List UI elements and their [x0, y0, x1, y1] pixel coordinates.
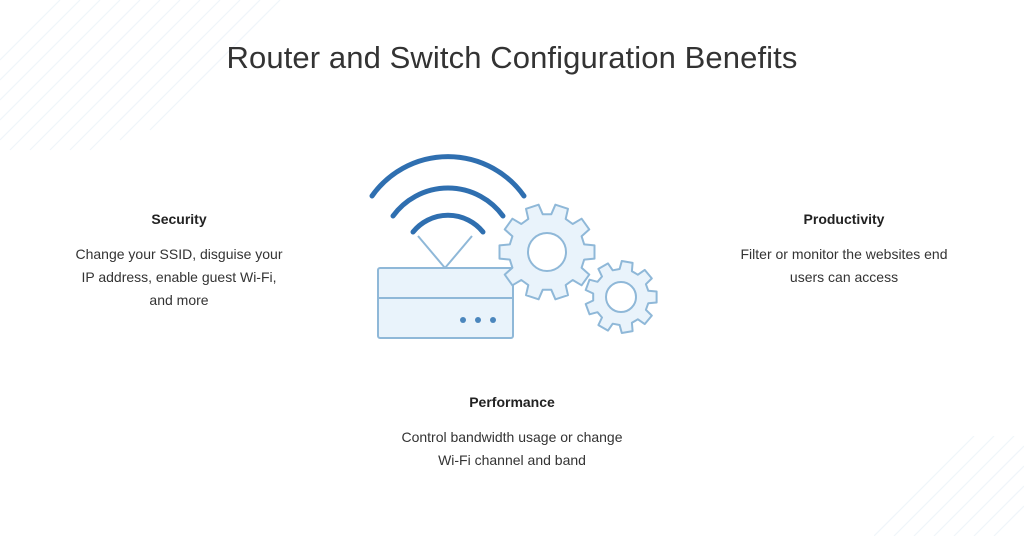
feature-security: Security Change your SSID, disguise your…	[54, 211, 304, 312]
feature-description: Filter or monitor the websites end users…	[728, 243, 960, 289]
gear-icon	[498, 203, 596, 301]
description-line: users can access	[789, 269, 899, 285]
decorative-hatch-top-left	[0, 0, 281, 151]
decorative-hatch-bottom-right	[874, 436, 1024, 536]
description-line: Wi-Fi channel and band	[438, 452, 586, 468]
page-title: Router and Switch Configuration Benefits	[226, 40, 798, 75]
description-line: and more	[149, 292, 209, 308]
description-line: Filter or monitor the websites end	[740, 246, 948, 262]
feature-title: Productivity	[803, 211, 885, 227]
feature-title: Performance	[469, 394, 555, 410]
feature-description: Control bandwidth usage or change Wi-Fi …	[362, 426, 662, 472]
antenna-icon	[417, 235, 473, 270]
feature-performance: Performance Control bandwidth usage or c…	[362, 394, 662, 472]
description-line: Change your SSID, disguise your	[75, 246, 283, 262]
description-line: Control bandwidth usage or change	[401, 429, 623, 445]
gear-icon	[584, 260, 658, 334]
feature-title: Security	[151, 211, 207, 227]
router-icon	[377, 267, 514, 339]
wifi-signal-icon	[369, 154, 527, 235]
description-line: IP address, enable guest Wi-Fi,	[81, 269, 277, 285]
feature-productivity: Productivity Filter or monitor the websi…	[728, 211, 960, 289]
feature-description: Change your SSID, disguise your IP addre…	[54, 243, 304, 312]
router-illustration	[369, 154, 658, 339]
